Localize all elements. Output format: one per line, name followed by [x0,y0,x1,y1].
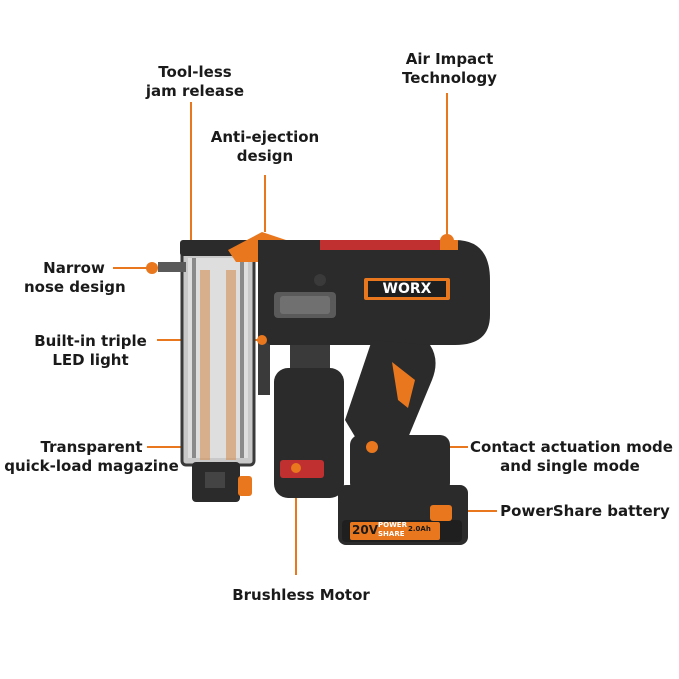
battery-line-1: POWER [378,521,407,529]
callout-battery: PowerShare battery [500,502,670,521]
callout-contact-mode-line-2: and single mode [500,457,640,475]
callout-anti-ejection-line-2: design [236,147,294,165]
callout-narrow-nose-line-1: Narrow [43,259,105,277]
handle [345,340,450,493]
callout-narrow-nose-line-2: nose design [24,278,126,296]
callout-air-impact-line-1: Air Impact [405,50,494,68]
motor-housing [274,345,344,498]
callout-magazine-line-2: quick-load magazine [4,457,179,475]
callout-led-line-2: LED light [52,351,129,369]
callout-air-impact: Air Impact Technology [392,50,507,88]
callout-anti-ejection-line-1: Anti-ejection [210,128,320,146]
battery [338,485,468,545]
callout-air-impact-line-2: Technology [402,69,497,87]
callout-magazine: Transparent quick-load magazine [4,438,179,476]
brand-logo: WORX [382,281,432,297]
callout-led-light: Built-in triple LED light [18,332,163,370]
battery-voltage: 20V [352,523,378,537]
callout-contact-mode: Contact actuation mode and single mode [470,438,673,476]
callout-toolless-line-1: Tool-less [158,63,232,81]
callout-battery-text: PowerShare battery [500,502,670,520]
callout-contact-mode-line-1: Contact actuation mode [470,438,673,456]
callout-anti-ejection: Anti-ejection design [200,128,330,166]
callout-motor-text: Brushless Motor [232,586,370,604]
battery-capacity: 2.0Ah [408,525,431,533]
callout-toolless-line-2: jam release [145,82,245,100]
callout-narrow-nose: Narrow nose design [24,259,126,297]
callout-magazine-line-1: Transparent [40,438,143,456]
battery-line-2: SHARE [378,530,405,538]
magazine [180,240,260,502]
callout-toolless-jam-release: Tool-less jam release [140,63,250,101]
callout-led-line-1: Built-in triple [34,332,147,350]
brand-badge [364,278,450,300]
callout-motor: Brushless Motor [226,586,376,605]
